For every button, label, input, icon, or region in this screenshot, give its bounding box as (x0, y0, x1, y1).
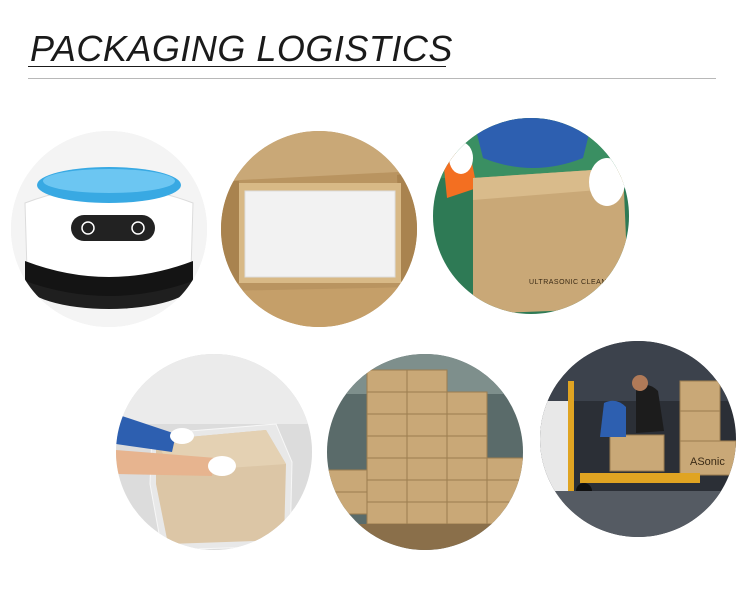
title-underline (28, 66, 446, 67)
loading-truck-photo: ASonic (540, 341, 736, 537)
page-title: PACKAGING LOGISTICS (30, 28, 453, 69)
sealing-box-photo: ULTRASONIC CLEANER (433, 118, 629, 314)
product-photo (11, 131, 207, 327)
box-print-text: ULTRASONIC CLEANER (529, 279, 618, 286)
wrapping-box-photo (116, 354, 312, 550)
brand-print-text: ASonic (690, 456, 725, 468)
stacked-cartons-photo (327, 354, 523, 550)
open-carton-photo (221, 131, 417, 327)
divider-line (28, 78, 716, 79)
